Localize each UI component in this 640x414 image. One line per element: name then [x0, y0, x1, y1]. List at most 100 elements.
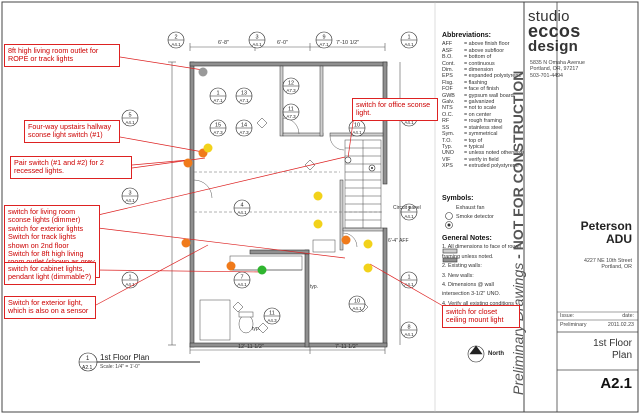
plan-scale: Scale: 1/4" = 1'-0"	[100, 364, 140, 370]
section-callout: 1A4.1	[121, 271, 139, 289]
orange-switch-marker-5	[226, 261, 236, 271]
section-callout: 1A4.1	[400, 271, 418, 289]
abbreviation-row: ASF = above subfloor	[442, 48, 554, 54]
section-callout: 3A4.1	[248, 31, 266, 49]
abbreviation-value: = not to scale	[464, 105, 497, 112]
interior-walls	[279, 65, 384, 251]
callout-sheet: A7.3	[286, 88, 296, 93]
abbreviation-key: GWB	[442, 92, 455, 99]
callout-sheet: A7.1	[213, 98, 223, 103]
abbreviation-row: Typ. = typical	[442, 144, 554, 150]
office-switch-marker	[344, 156, 352, 164]
callout-sheet: A4.1	[237, 210, 247, 215]
abbreviation-value: = typical	[464, 143, 484, 150]
dim-top-2: 6'-0"	[277, 40, 288, 46]
abbreviation-row: SS= stainless steel	[442, 125, 554, 131]
callout-number: 3	[128, 191, 131, 197]
issue-value-row: Preliminary 2011.02.23	[560, 322, 634, 328]
abbreviation-row: GWB= gypsum wall board	[442, 93, 554, 99]
abbreviation-value: = on center	[464, 111, 492, 118]
abbreviation-value: = face of finish	[464, 86, 499, 93]
sheet-number: A2.1	[600, 375, 632, 392]
note-exterior: Switch for exterior light, which is also…	[4, 296, 96, 319]
rope-outlet-marker	[198, 67, 208, 77]
callout-sheet: A4.1	[352, 306, 362, 311]
abbreviation-key: Flsg.	[442, 79, 454, 86]
abbreviation-value: = flashing	[464, 79, 488, 86]
studio-name-line2: eccos	[528, 21, 581, 41]
note-office: switch for office sconse light.	[352, 98, 438, 121]
north-label: North	[488, 351, 504, 357]
dim-typ-2: typ.	[252, 326, 260, 332]
section-callout: 1A7.1	[209, 87, 227, 105]
section-callout: 3A4.1	[121, 187, 139, 205]
plan-callout-number: 1	[86, 356, 90, 362]
callout-sheet: A4.1	[352, 130, 362, 135]
general-note-row: 3. New walls:	[442, 272, 474, 279]
sheet-title-line2: Plan	[611, 350, 632, 361]
abbreviation-row: UNO= unless noted otherwise	[442, 150, 554, 156]
abbreviation-value: = above subfloor	[464, 47, 505, 54]
callout-sheet: A4.1	[404, 282, 414, 287]
section-callouts: 2A4.13A4.19A7.11A4.15A4.14A4.13A4.14A4.1…	[121, 31, 418, 339]
orange-switch-marker-3	[181, 238, 191, 248]
orange-switch-marker-2	[183, 158, 193, 168]
callout-number: 1	[128, 275, 131, 281]
abbreviation-row: T.O.= top of	[442, 138, 554, 144]
yellow-light-marker-2	[313, 219, 323, 229]
general-note-row: intersection 3-1/2" UNO.	[442, 291, 501, 298]
studio-address: 5835 N Omaha Avenue Portland, OR, 97217 …	[530, 60, 585, 79]
abbreviation-row: Flsg. = flashing	[442, 80, 554, 86]
date-value: 2011.02.23	[607, 322, 634, 328]
abbreviation-row: Dim.= dimension	[442, 67, 554, 73]
note-recessed-pair: Pair switch (#1 and #2) for 2 recessed l…	[10, 156, 132, 179]
north-arrow	[467, 345, 485, 363]
yellow-light-marker-1	[313, 191, 323, 201]
studio-name-line1: studio	[528, 8, 570, 25]
callout-number: 7	[240, 275, 243, 281]
callout-number: 13	[241, 91, 247, 97]
abbreviation-key: ASF	[442, 47, 453, 54]
abbreviation-key: UNO	[442, 150, 454, 157]
studio-name-line3: design	[528, 38, 579, 55]
callout-sheet: A4.1	[125, 282, 135, 287]
abbreviation-row: Galv.= galvanized	[442, 99, 554, 105]
sheet-title: 1st Floor Plan	[560, 338, 632, 362]
note-rope-outlet: 8ft high living room outlet for ROPE or …	[4, 44, 120, 67]
callout-number: 2	[174, 35, 177, 41]
general-note-row: 2. Existing walls:	[442, 263, 482, 270]
date-label: date:	[622, 313, 634, 319]
studio-logo: studio eccos design	[528, 8, 581, 55]
callout-sheet: A4.1	[125, 198, 135, 203]
callout-sheet: A4.1	[404, 120, 414, 125]
note-cabinet: switch for cabinet lights, pendant light…	[4, 262, 96, 285]
studio-address-line1: 5835 N Omaha Avenue	[530, 60, 585, 66]
yellow-light-marker-4	[363, 263, 373, 273]
abbreviation-key: Typ.	[442, 143, 453, 150]
plan-title: 1st Floor Plan	[100, 353, 150, 362]
abbreviation-value: = above finish floor	[464, 41, 510, 48]
abbreviation-value: = extruded polystyrene	[464, 163, 519, 170]
callout-number: 1	[407, 35, 410, 41]
plan-callout-sheet: A2.1	[82, 365, 93, 371]
section-callout: 5A4.1	[121, 109, 139, 127]
abbreviation-key: T.O.	[442, 137, 452, 144]
smoke-detector-label: Smoke detector	[456, 214, 494, 220]
dim-top-3: 7'-10 1/2"	[336, 40, 359, 46]
section-callout: 2A4.1	[167, 31, 185, 49]
yellow-light-marker-3	[363, 239, 373, 249]
callout-number: 10	[354, 123, 360, 129]
electrical-markers	[181, 67, 373, 275]
door-swings	[193, 117, 358, 248]
project-name-line1: Peterson	[580, 219, 632, 233]
callout-number: 12	[288, 81, 294, 87]
studio-address-line2: Portland, OR, 97217	[530, 66, 579, 73]
abbreviation-value: = continuous	[464, 60, 495, 67]
